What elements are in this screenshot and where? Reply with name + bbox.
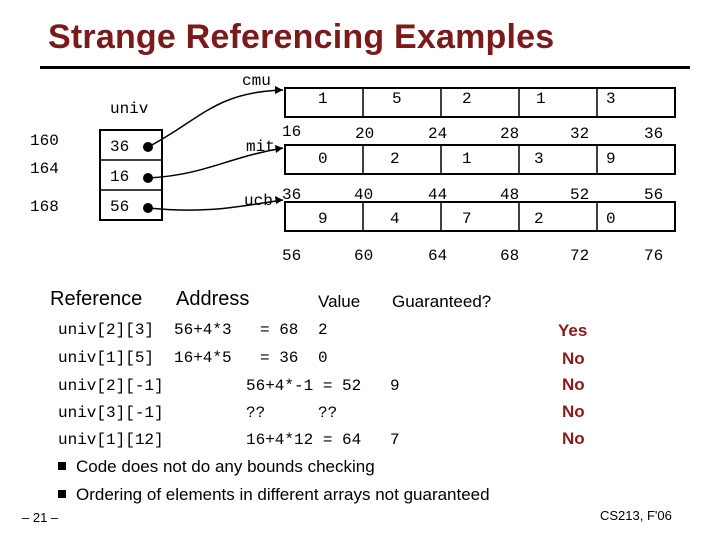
cmu-address-1: 20 xyxy=(355,125,375,143)
cmu-value-3: 1 xyxy=(536,90,546,108)
pointer-to-ucb xyxy=(147,199,284,211)
row-0-reference: univ[2][3] xyxy=(58,321,155,339)
cmu-value-2: 2 xyxy=(462,90,472,108)
mit-address-3: 48 xyxy=(500,186,520,204)
pointer-to-cmu-arrowhead xyxy=(275,86,283,94)
mit-value-1: 2 xyxy=(390,150,400,168)
cmu-address-2: 24 xyxy=(428,125,448,143)
header-value: Value xyxy=(318,292,361,311)
mit-value-2: 1 xyxy=(462,150,472,168)
row-1-guaranteed: No xyxy=(562,349,585,368)
row-1-address: 16+4*5 xyxy=(174,349,232,367)
mit-address-1: 40 xyxy=(354,186,374,204)
pointer-to-cmu xyxy=(147,89,284,148)
cmu-value-1: 5 xyxy=(392,90,402,108)
ucb-address-4: 72 xyxy=(570,247,590,265)
row-0-equals: = 68 xyxy=(260,321,299,339)
univ-cell-value-0: 36 xyxy=(110,138,130,156)
univ-address-2: 168 xyxy=(30,198,59,216)
header-guaranteed: Guaranteed? xyxy=(392,292,492,311)
mit-value-4: 9 xyxy=(606,150,616,168)
univ-address-1: 164 xyxy=(30,160,59,178)
cmu-array-box xyxy=(284,87,676,118)
row-0-value: 2 xyxy=(318,321,328,339)
ucb-value-3: 2 xyxy=(534,210,544,228)
ucb-value-1: 4 xyxy=(390,210,400,228)
cmu-address-0: 16 xyxy=(282,123,302,141)
course-label: CS213, F'06 xyxy=(600,508,672,523)
ucb-value-4: 0 xyxy=(606,210,616,228)
row-3-guaranteed: No xyxy=(562,402,585,421)
ucb-address-1: 60 xyxy=(354,247,374,265)
pointer-to-mit-arrowhead xyxy=(275,145,283,153)
ucb-address-3: 68 xyxy=(500,247,520,265)
ucb-value-2: 7 xyxy=(462,210,472,228)
cmu-value-0: 1 xyxy=(318,90,328,108)
row-2-guaranteed: No xyxy=(562,375,585,394)
mit-address-2: 44 xyxy=(428,186,448,204)
header-address: Address xyxy=(176,288,250,310)
univ-label: univ xyxy=(110,100,149,118)
bullet-square-icon xyxy=(58,462,66,470)
row-3-value: ?? xyxy=(318,404,338,422)
row-4-reference: univ[1][12] xyxy=(58,431,164,449)
bullet-square-icon xyxy=(58,490,66,498)
cmu-address-4: 32 xyxy=(570,125,590,143)
mit-value-3: 3 xyxy=(534,150,544,168)
mit-value-0: 0 xyxy=(318,150,328,168)
cmu-label: cmu xyxy=(242,72,271,90)
title-underline xyxy=(40,66,690,69)
row-4-guaranteed: No xyxy=(562,429,585,448)
row-3-reference: univ[3][-1] xyxy=(58,404,164,422)
mit-array-box xyxy=(284,144,676,175)
mit-address-5: 56 xyxy=(644,186,664,204)
bullet-ordering: Ordering of elements in different arrays… xyxy=(76,485,490,504)
page-title: Strange Referencing Examples xyxy=(48,18,555,56)
row-1-reference: univ[1][5] xyxy=(58,349,155,367)
cmu-address-5: 36 xyxy=(644,125,664,143)
ucb-address-0: 56 xyxy=(282,247,302,265)
ucb-value-0: 9 xyxy=(318,210,328,228)
row-4-value: 7 xyxy=(390,431,400,449)
pointer-to-ucb-arrowhead xyxy=(275,196,283,204)
cmu-address-3: 28 xyxy=(500,125,520,143)
row-1-value: 0 xyxy=(318,349,328,367)
ucb-array-box xyxy=(284,201,676,232)
mit-address-0: 36 xyxy=(282,186,302,204)
univ-cell-value-2: 56 xyxy=(110,198,130,216)
row-1-equals: = 36 xyxy=(260,349,299,367)
row-3-address: ?? xyxy=(246,404,266,422)
ucb-address-2: 64 xyxy=(428,247,448,265)
row-0-address: 56+4*3 xyxy=(174,321,232,339)
header-reference: Reference xyxy=(50,288,143,310)
row-2-value: 9 xyxy=(390,377,400,395)
cmu-value-4: 3 xyxy=(606,90,616,108)
univ-address-0: 160 xyxy=(30,132,59,150)
bullet-bounds-checking: Code does not do any bounds checking xyxy=(76,457,375,476)
univ-array-box xyxy=(99,129,163,221)
row-0-guaranteed: Yes xyxy=(558,321,588,340)
ucb-address-5: 76 xyxy=(644,247,664,265)
row-2-address: 56+4*-1 = 52 xyxy=(246,377,362,395)
univ-cell-value-1: 16 xyxy=(110,168,130,186)
page-number: – 21 – xyxy=(22,510,59,525)
row-2-reference: univ[2][-1] xyxy=(58,377,164,395)
row-4-address: 16+4*12 = 64 xyxy=(246,431,362,449)
mit-address-4: 52 xyxy=(570,186,590,204)
pointer-to-mit xyxy=(147,147,284,179)
